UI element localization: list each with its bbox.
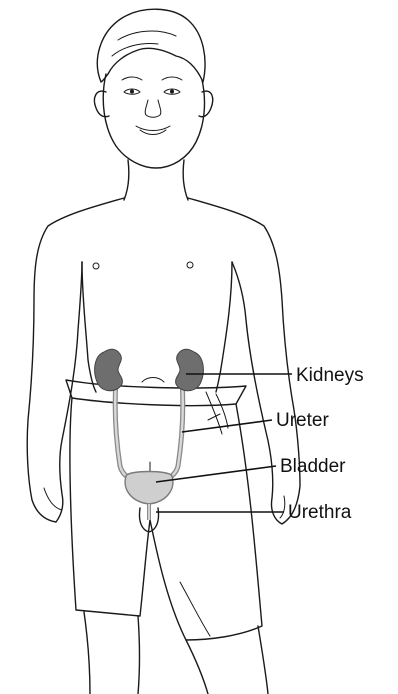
right-kidney [176, 349, 204, 391]
boy-figure [27, 9, 300, 694]
labels: Kidneys Ureter Bladder Urethra [276, 365, 364, 523]
right-nipple [187, 262, 193, 268]
nose [145, 100, 161, 117]
shorts [70, 398, 262, 640]
leader-lines [156, 374, 292, 512]
left-leg [84, 612, 90, 694]
left-kidney [95, 349, 123, 391]
right-ear [199, 91, 213, 117]
hair [97, 9, 205, 82]
right-leg [186, 640, 208, 694]
label-kidneys: Kidneys [296, 365, 364, 386]
mouth [136, 126, 170, 131]
urinary-system [95, 349, 204, 532]
label-urethra: Urethra [288, 502, 352, 523]
right-ureter [164, 380, 183, 480]
shorts-waistband [66, 380, 246, 406]
label-ureter: Ureter [276, 410, 329, 431]
label-bladder: Bladder [280, 456, 346, 477]
navel [142, 378, 164, 383]
left-ureter [115, 380, 134, 480]
left-nipple [93, 263, 99, 269]
left-ear [94, 91, 109, 117]
bladder-organ [125, 472, 173, 505]
head [103, 74, 204, 168]
